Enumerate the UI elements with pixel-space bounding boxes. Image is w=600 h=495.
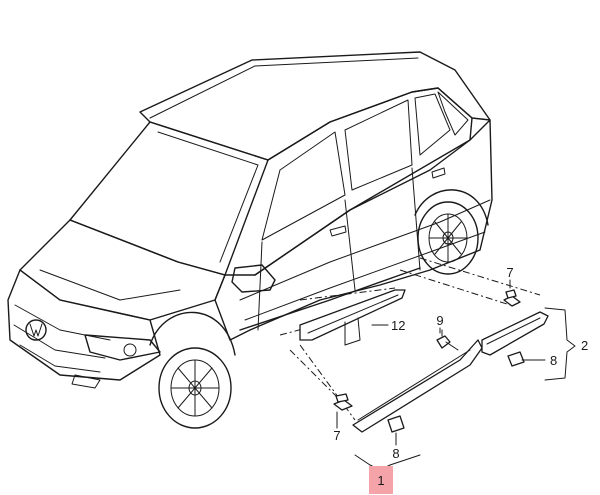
callout-label-9: 9 (436, 313, 443, 328)
sill-trim-part-12 (299, 289, 406, 346)
screw-part-9-icon (436, 329, 459, 351)
clip-part-7-bottom-icon (333, 393, 353, 411)
callout-label-7-top: 7 (506, 265, 513, 280)
front-wheel-icon (158, 347, 232, 429)
vehicle-illustration (7, 51, 493, 429)
callout-label-8-right: 8 (550, 353, 557, 368)
highlight-marker-part-1 (369, 466, 393, 494)
callout-label-7-bottom: 7 (333, 428, 340, 443)
callout-labels: 1 2 7 7 8 8 9 12 (333, 265, 588, 494)
bracket-part-8-bottom-icon (387, 415, 405, 433)
callout-label-1: 1 (377, 473, 384, 488)
brand-logo-icon (25, 319, 47, 341)
rear-trim-strip-part-2 (481, 311, 549, 356)
lower-trim-strip-part-1 (352, 339, 483, 433)
clip-part-7-top-icon (503, 289, 521, 307)
callout-label-8-bottom: 8 (392, 446, 399, 461)
exploded-parts (279, 257, 549, 433)
bracket-part-8-right-icon (507, 351, 525, 367)
callout-label-12: 12 (391, 318, 405, 333)
rear-wheel-icon (417, 201, 479, 275)
callout-label-2: 2 (581, 338, 588, 353)
